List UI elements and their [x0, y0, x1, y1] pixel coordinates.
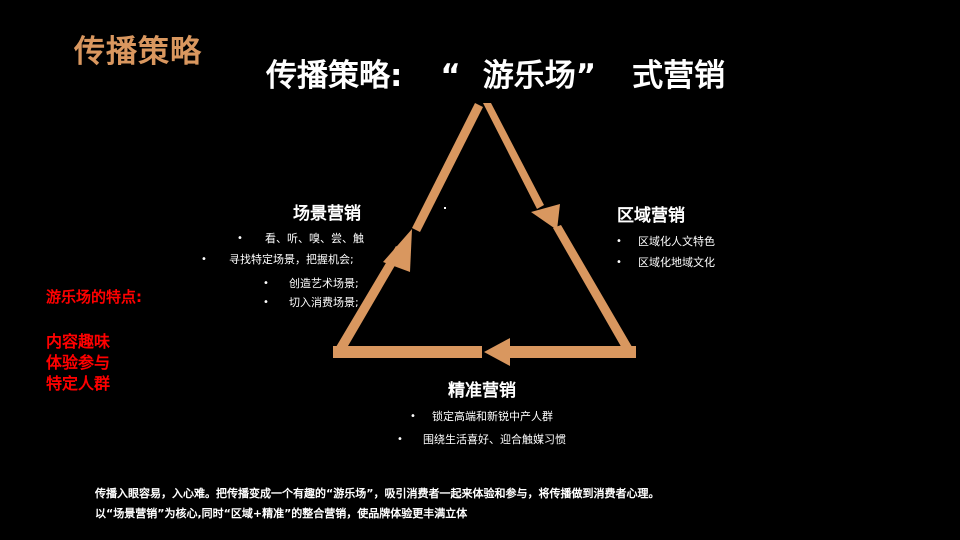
bullet-icon: • — [410, 410, 416, 422]
bullet-icon: • — [263, 277, 269, 289]
title-quote-close: ” — [575, 58, 597, 94]
title-quoted: 游乐场 — [482, 58, 576, 94]
precise-bullet-2: • 围绕生活喜好、迎合触媒习惯 — [397, 433, 566, 446]
bullet-icon: • — [616, 256, 622, 268]
arrow-left-up-icon — [333, 103, 483, 358]
page-title: 传播策略: “ 游乐场 ” 式营销 — [266, 50, 725, 95]
bullet-icon: • — [263, 296, 269, 308]
bullet-icon: • — [201, 253, 207, 265]
title-prefix: 传播策略: — [266, 58, 403, 94]
arrow-right-down-icon — [483, 103, 635, 357]
bullet-icon: • — [397, 433, 403, 445]
footer-line-2: 以“场景营销”为核心,同时“区域+精准”的整合营销，使品牌体验更丰满立体 — [95, 507, 468, 520]
corner-title: 传播策略 — [74, 34, 202, 70]
feature-item: 内容趣味 — [46, 332, 111, 351]
bullet-icon: • — [616, 235, 622, 247]
title-suffix: 式营销 — [632, 58, 726, 94]
scene-bullet-3: • 创造艺术场景; — [263, 277, 359, 290]
footer-line-1: 传播入眼容易，入心难。把传播变成一个有趣的“游乐场”，吸引消费者一起来体验和参与… — [95, 487, 660, 500]
node-heading-region: 区域营销 — [617, 206, 685, 226]
region-bullet-2: • 区域化地域文化 — [616, 256, 715, 269]
features-title: 游乐场的特点: — [46, 288, 142, 306]
center-dot — [444, 207, 446, 209]
scene-bullet-4: • 切入消费场景; — [263, 296, 359, 309]
region-bullet-1: • 区域化人文特色 — [616, 235, 715, 248]
node-heading-precise: 精准营销 — [448, 381, 516, 401]
arrow-bottom-left-icon — [333, 338, 636, 366]
scene-bullet-2: • 寻找特定场景，把握机会; — [201, 253, 354, 266]
node-heading-scene: 场景营销 — [293, 204, 361, 224]
precise-bullet-1: • 锁定高端和新锐中产人群 — [410, 410, 553, 423]
bullet-icon: • — [237, 232, 243, 244]
scene-bullet-1: • 看、听、嗅、尝、触 — [237, 232, 364, 245]
title-quote-open: “ — [440, 58, 461, 94]
feature-item: 特定人群 — [46, 374, 111, 393]
feature-item: 体验参与 — [46, 353, 111, 372]
